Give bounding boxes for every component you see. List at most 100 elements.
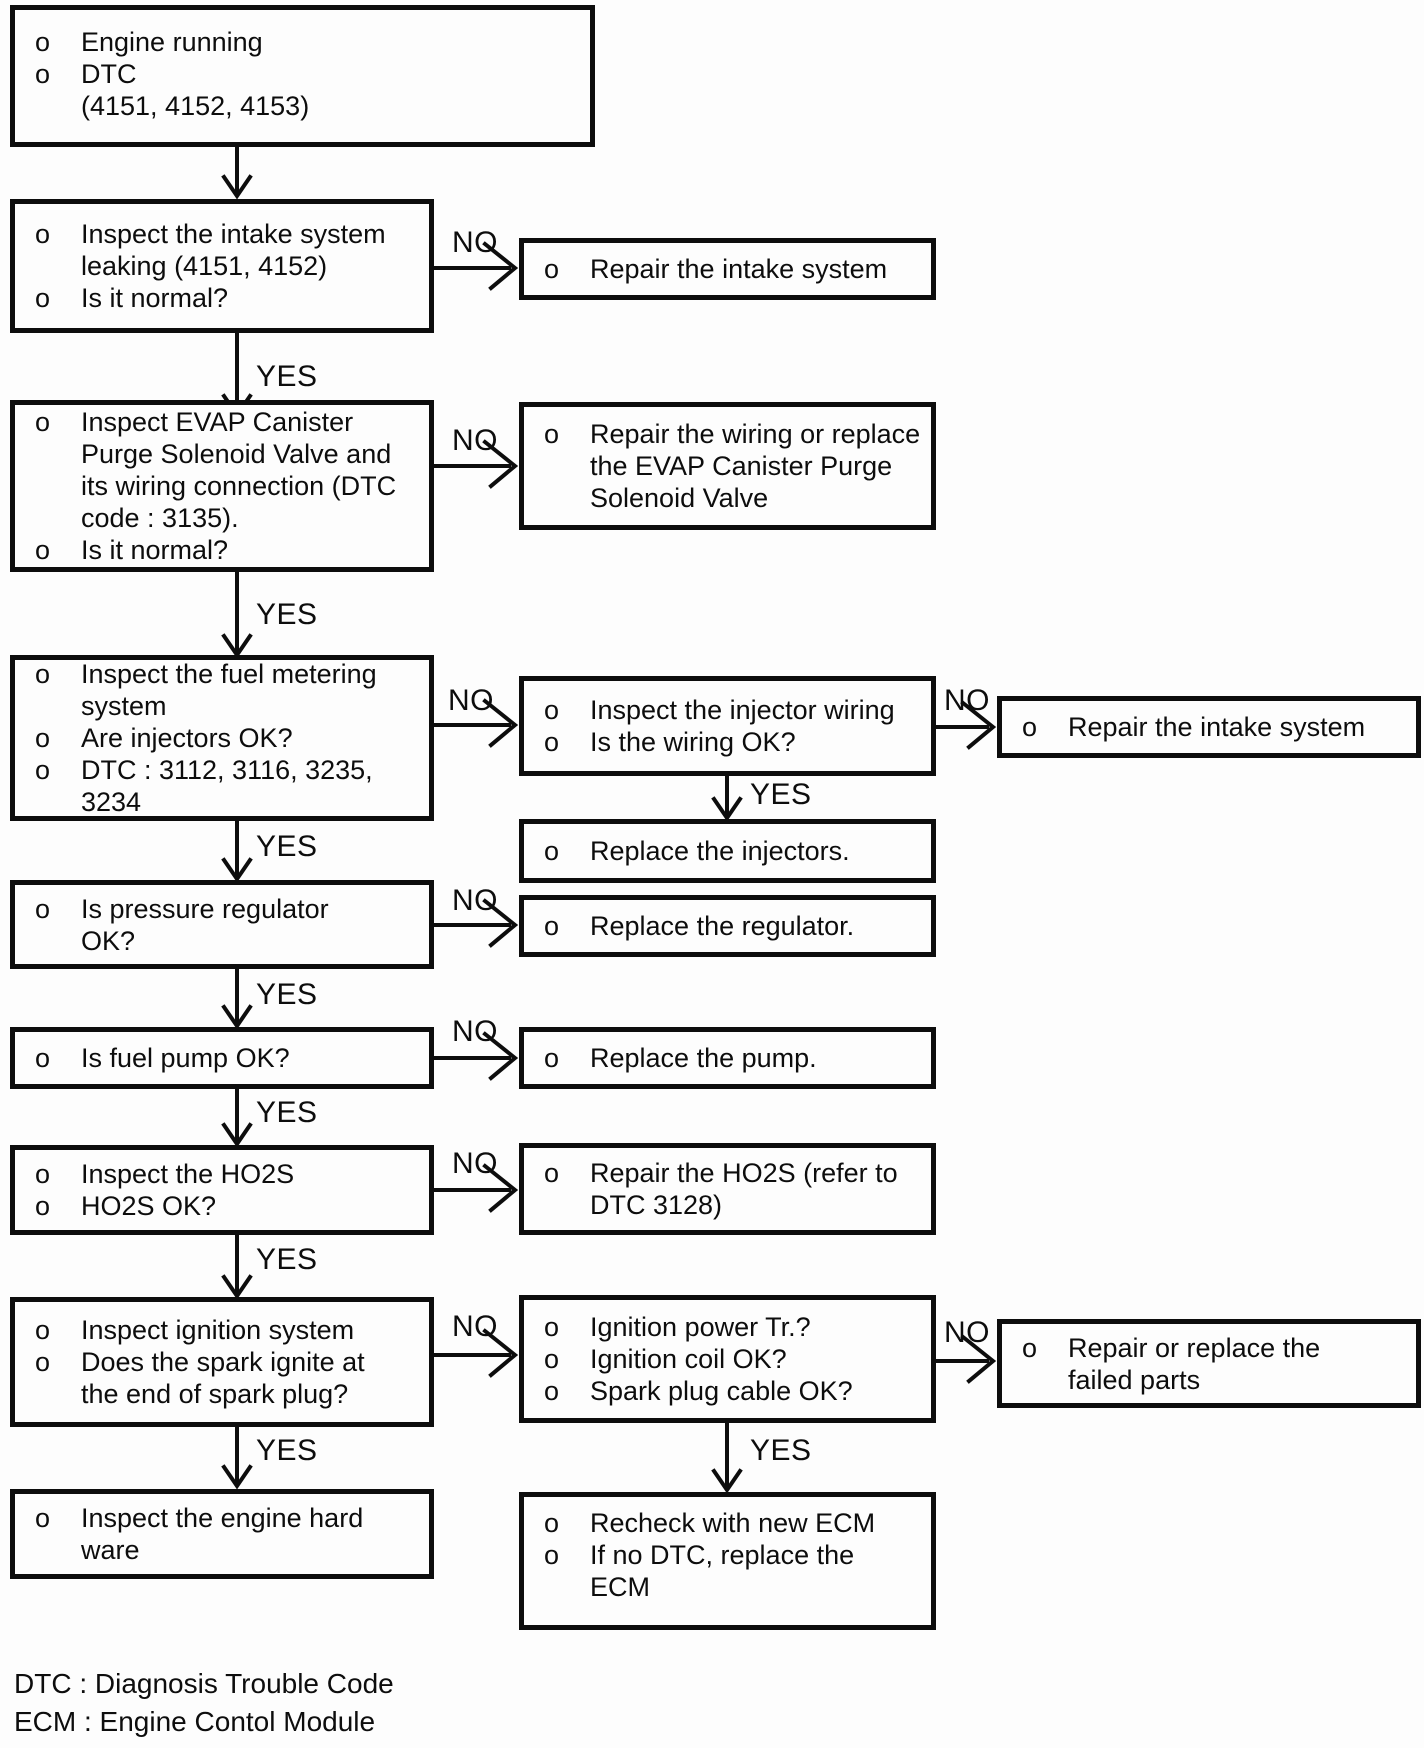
bullet <box>35 1534 81 1566</box>
bullet: o <box>35 59 51 89</box>
bullet <box>544 450 590 482</box>
flow-box-repair-failed-parts: o Repair or replace the failed parts <box>997 1319 1421 1408</box>
no-label: NO <box>452 424 498 457</box>
line-text: DTC 3128) <box>590 1190 723 1220</box>
bullet <box>544 1571 590 1603</box>
line-text: OK? <box>81 925 136 956</box>
bullet <box>35 1378 81 1410</box>
bullet: o <box>1022 1332 1038 1363</box>
bullet <box>1022 1364 1068 1396</box>
line-text: Replace the pump. <box>590 1043 817 1073</box>
bullet: o <box>35 219 51 249</box>
line-text: Replace the injectors. <box>590 836 850 866</box>
arrow-fuel-metering-yes <box>221 819 253 883</box>
line-text: Inspect the intake system <box>81 219 386 249</box>
bullet: o <box>35 1503 51 1533</box>
line-text: Are injectors OK? <box>81 723 293 753</box>
bullet: o <box>35 1043 51 1073</box>
bullet <box>35 690 81 722</box>
bullet: o <box>544 1508 560 1538</box>
line-text: Is it normal? <box>81 283 229 313</box>
no-label: NO <box>452 226 498 259</box>
line-text: Repair the wiring or replace <box>590 419 921 449</box>
no-label: NO <box>452 1015 498 1048</box>
line-text: Does the spark ignite at <box>81 1347 365 1377</box>
yes-label: YES <box>256 978 318 1011</box>
line-text: failed parts <box>1068 1364 1201 1395</box>
line-text: Ignition power Tr.? <box>590 1312 811 1342</box>
bullet: o <box>35 893 51 924</box>
line-text: Repair or replace the <box>1068 1332 1321 1363</box>
line-text: Ignition coil OK? <box>590 1344 787 1374</box>
arrow-fuel-pump-yes <box>221 1087 253 1148</box>
bullet: o <box>35 755 51 785</box>
footnote-ecm: ECM : Engine Contol Module <box>14 1706 376 1737</box>
arrow-ignition-yes <box>221 1425 253 1490</box>
yes-label: YES <box>256 830 318 863</box>
flow-box-fuel-pump: o Is fuel pump OK? <box>10 1027 434 1089</box>
line-text: Repair the intake system <box>590 254 888 284</box>
no-label: NO <box>452 1147 498 1180</box>
bullet: o <box>35 407 51 437</box>
bullet: o <box>35 1347 51 1377</box>
yes-label: YES <box>256 360 318 393</box>
bullet: o <box>544 836 560 866</box>
line-text: If no DTC, replace the <box>590 1540 855 1570</box>
line-text: Is fuel pump OK? <box>81 1043 290 1073</box>
bullet: o <box>544 254 560 284</box>
bullet <box>35 90 81 122</box>
line-text: the EVAP Canister Purge <box>590 451 893 481</box>
no-label: NO <box>452 884 498 917</box>
line-text: Is the wiring OK? <box>590 727 796 757</box>
line-text: ware <box>81 1535 140 1565</box>
bullet: o <box>544 911 560 941</box>
bullet: o <box>544 727 560 757</box>
line-text: Repair the intake system <box>1068 712 1366 742</box>
line-text: (4151, 4152, 4153) <box>81 91 310 121</box>
line-text: Replace the regulator. <box>590 911 855 941</box>
bullet: o <box>35 1315 51 1345</box>
bullet: o <box>35 1159 51 1189</box>
bullet: o <box>35 535 51 565</box>
line-text: 3234 <box>81 787 142 817</box>
flow-box-replace-regulator: o Replace the regulator. <box>519 895 936 957</box>
bullet <box>35 470 81 502</box>
arrow-pressure-regulator-yes <box>221 967 253 1030</box>
bullet: o <box>35 659 51 689</box>
yes-label: YES <box>256 1434 318 1467</box>
line-text: Inspect the HO2S <box>81 1159 295 1189</box>
line-text: code : 3135). <box>81 503 239 533</box>
footnote-dtc: DTC : Diagnosis Trouble Code <box>14 1668 394 1699</box>
yes-label: YES <box>256 1243 318 1276</box>
bullet: o <box>35 27 51 57</box>
line-text: Inspect ignition system <box>81 1315 355 1345</box>
yes-label: YES <box>256 1096 318 1129</box>
bullet <box>35 786 81 818</box>
no-label: NO <box>448 684 494 717</box>
bullet <box>544 482 590 514</box>
yes-label: YES <box>750 778 812 811</box>
bullet <box>35 250 81 282</box>
bullet: o <box>544 1043 560 1073</box>
bullet <box>35 925 81 957</box>
line-text: Purge Solenoid Valve and <box>81 439 392 469</box>
flow-box-repair-intake-system: o Repair the intake system <box>519 238 936 300</box>
line-text: DTC : 3112, 3116, 3235, <box>81 755 373 785</box>
bullet: o <box>544 1376 560 1406</box>
bullet: o <box>544 419 560 449</box>
line-text: Is pressure regulator <box>81 893 329 924</box>
flow-box-replace-injectors: o Replace the injectors. <box>519 819 936 883</box>
bullet: o <box>35 723 51 753</box>
bullet: o <box>544 1312 560 1342</box>
arrow-ho2s-yes <box>221 1233 253 1300</box>
flow-box-replace-pump: o Replace the pump. <box>519 1027 936 1089</box>
line-text: Solenoid Valve <box>590 483 769 513</box>
